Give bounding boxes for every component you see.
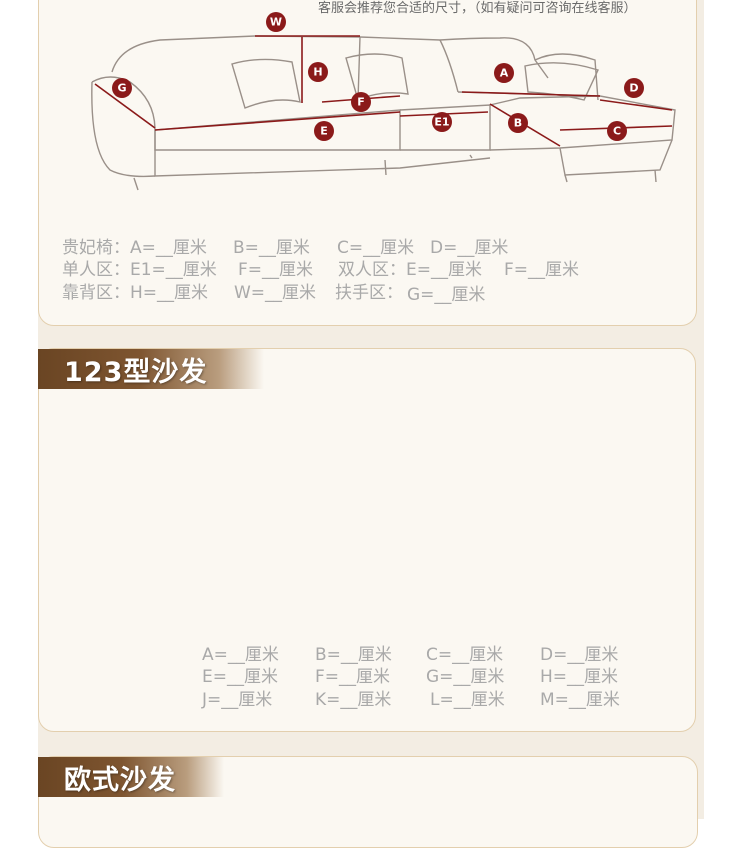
s2-r2-c1: E=__厘米: [202, 667, 278, 687]
s2-r3-c3: L=__厘米: [430, 690, 505, 710]
top-note: 客服会推荐您合适的尺寸，（如有疑问可咨询在线客服）: [318, 1, 637, 16]
s1-r1-c3: C=__厘米: [337, 238, 415, 258]
s2-r3-c1: J=__厘米: [202, 690, 273, 710]
s1-r3-c1: 靠背区：H=__厘米: [62, 283, 209, 303]
svg-text:A: A: [500, 67, 509, 80]
svg-text:C: C: [613, 125, 621, 138]
svg-text:W: W: [270, 16, 282, 29]
s2-r1-c3: C=__厘米: [426, 645, 504, 665]
s1-r3-c2: W=__厘米: [234, 283, 317, 303]
svg-text:D: D: [629, 82, 638, 95]
s1-r1-c4: D=__厘米: [430, 238, 509, 258]
section-title-123: 123型沙发: [38, 349, 264, 389]
s2-r3-c2: K=__厘米: [315, 690, 392, 710]
s2-r1-c4: D=__厘米: [540, 645, 619, 665]
svg-text:E1: E1: [434, 116, 449, 129]
s1-r2-c1: 单人区：E1=__厘米: [62, 260, 217, 280]
svg-text:B: B: [514, 117, 522, 130]
marker-a: A: [494, 63, 514, 83]
s1-r1-c2: B=__厘米: [233, 238, 310, 258]
marker-c: C: [607, 121, 627, 141]
svg-text:E: E: [320, 125, 328, 138]
sectional-labels: W H G A D F E E1 B C: [112, 12, 644, 141]
s2-r1-c2: B=__厘米: [315, 645, 392, 665]
sectional-sofa-drawing: [91, 35, 676, 191]
svg-text:G: G: [117, 82, 126, 95]
s1-r1-c1: 贵妃椅：A=__厘米: [62, 238, 207, 258]
sectional-measure-lines: [94, 35, 673, 147]
s1-r3-c3: 扶手区：: [335, 283, 403, 303]
section-title-european: 欧式沙发: [38, 757, 224, 797]
s2-r2-c3: G=__厘米: [426, 667, 505, 687]
s2-r2-c2: F=__厘米: [315, 667, 391, 687]
marker-h: H: [308, 62, 328, 82]
svg-text:H: H: [313, 66, 322, 79]
marker-e: E: [314, 121, 334, 141]
marker-b: B: [508, 113, 528, 133]
sofa-123-panel: [38, 348, 696, 732]
s1-r2-c2: F=__厘米: [238, 260, 314, 280]
s1-r2-c3: 双人区：E=__厘米: [338, 260, 482, 280]
marker-g: G: [112, 78, 132, 98]
s2-r2-c4: H=__厘米: [540, 667, 619, 687]
s1-r2-c4: F=__厘米: [504, 260, 580, 280]
svg-text:F: F: [357, 96, 365, 109]
s2-r3-c4: M=__厘米: [540, 690, 620, 710]
marker-e1: E1: [432, 112, 452, 132]
marker-d: D: [624, 78, 644, 98]
s1-r3-c4: G=__厘米: [407, 285, 486, 305]
marker-f: F: [351, 92, 371, 112]
marker-w: W: [266, 12, 286, 32]
s2-r1-c1: A=__厘米: [202, 645, 279, 665]
